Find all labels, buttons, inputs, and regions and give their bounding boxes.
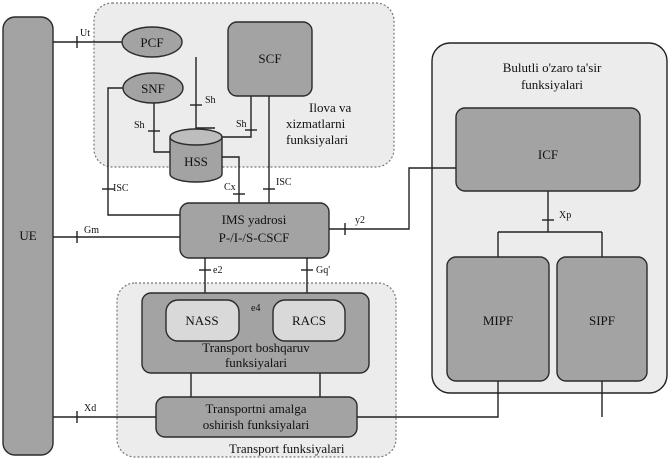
y2-label: y2 [355,215,365,226]
pcf-block: PCF [121,26,183,58]
interface-labels: Ut Sh Sh Sh ISC ISC Cx Gm y2 Xp e2 Gq' e… [80,28,571,414]
snf-block: SNF [122,72,184,104]
service-region-title-line1: Ilova va [309,100,351,115]
e2-label: e2 [213,265,222,276]
icf-label: ICF [538,147,558,162]
sipf-block: SIPF [556,256,648,382]
ims-core-block: IMS yadrosi P-/I-/S-CSCF [179,202,330,259]
racs-block: RACS [272,299,346,342]
gm-label: Gm [84,225,99,236]
interaction-region-title-line2: funksiyalari [521,77,583,92]
transport-control-label-line1: Transport boshqaruv [202,340,310,355]
transport-control-label-line2: funksiyalari [225,355,287,370]
pcf-label: PCF [140,35,163,50]
service-region-title-line3: funksiyalari [286,132,348,147]
transport-execution-block: Transportni amalga oshirish funksiyalari [155,396,358,438]
icf-block: ICF [455,107,641,192]
xp-label: Xp [559,210,571,221]
xd-label: Xd [84,403,96,414]
transport-execution-label-line2: oshirish funksiyalari [203,417,310,432]
isc-left-label: ISC [113,183,129,194]
scf-block: SCF [227,21,313,97]
service-region-title-line2: xizmatlarni [286,116,346,131]
snf-label: SNF [141,81,165,96]
interaction-region-title-line1: Bulutli o'zaro ta'sir [503,60,602,75]
ims-core-label-line2: P-/I-/S-CSCF [219,230,290,245]
sh-pcf-label: Sh [205,95,216,106]
e4-label: e4 [251,303,260,314]
ut-label: Ut [80,28,90,39]
ue-block: UE [2,16,54,456]
connection-lines [53,41,603,418]
transport-execution-label-line1: Transportni amalga [206,401,307,416]
isc-right-label: ISC [276,177,292,188]
sipf-label: SIPF [589,313,615,328]
hss-block: HSS [169,128,223,183]
ue-label: UE [19,228,36,243]
sh-scf-label: Sh [236,119,247,130]
racs-label: RACS [292,313,326,328]
cx-label: Cx [224,182,236,193]
nass-label: NASS [185,313,218,328]
hss-label: HSS [184,154,208,169]
interaction-region-title: Bulutli o'zaro ta'sir funksiyalari [503,60,602,92]
transport-region-title: Transport funksiyalari [229,441,345,456]
mipf-label: MIPF [483,313,513,328]
interface-ticks [76,36,554,423]
nass-block: NASS [165,299,240,342]
mipf-block: MIPF [446,256,550,382]
gq-label: Gq' [316,265,330,276]
scf-label: SCF [258,51,281,66]
ims-core-label-line1: IMS yadrosi [222,212,287,227]
service-region-title: Ilova va xizmatlarni funksiyalari [286,100,351,147]
sh-snf-label: Sh [134,120,145,131]
